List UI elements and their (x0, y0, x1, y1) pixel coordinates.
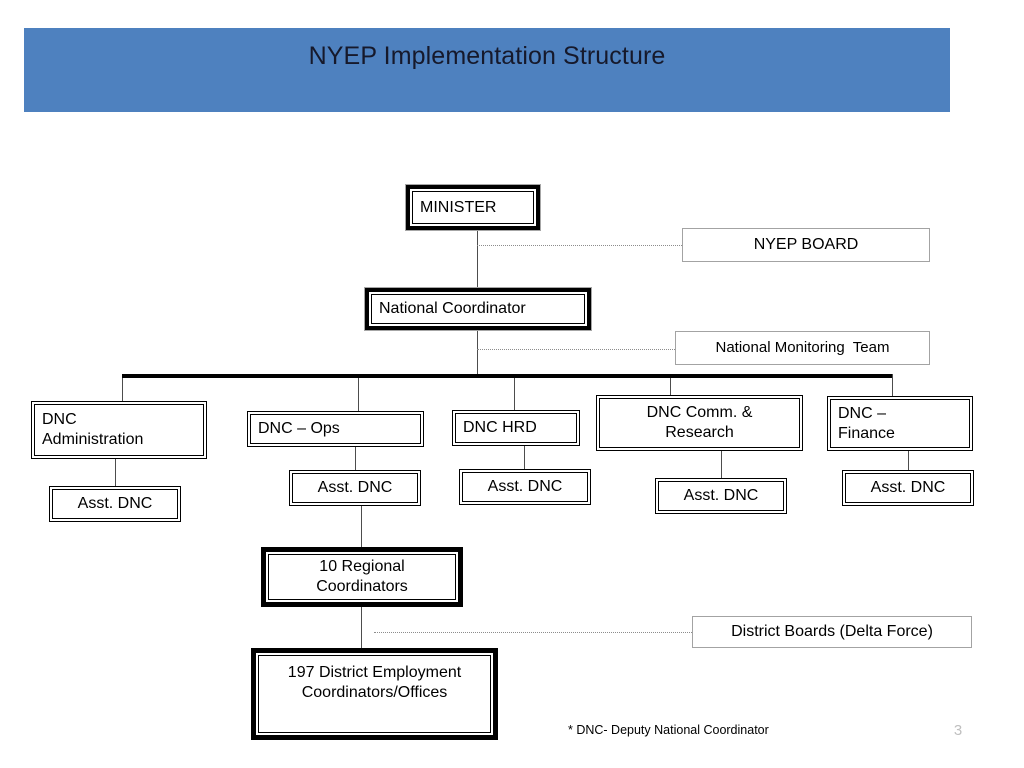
connector-dnc-administration-to-asst (115, 459, 116, 487)
node-dnc-administration-label-line2: Administration (42, 431, 144, 448)
node-national-coordinator[interactable]: National Coordinator (365, 288, 591, 330)
node-asst-dnc-hrd-label: Asst. DNC (487, 478, 563, 495)
connector-bus-to-dnc-comm-research (670, 374, 671, 395)
connector-national-coordinator-to-bus (477, 330, 478, 377)
connector-minister-to-national-coordinator (477, 230, 478, 292)
node-district-boards[interactable]: District Boards (Delta Force) (692, 616, 972, 648)
page-number: 3 (953, 722, 963, 739)
node-district-employment-coordinators-label-line2: Coordinators/Offices (301, 684, 448, 701)
node-district-employment-coordinators-label-line1: 197 District Employment (287, 664, 462, 681)
node-district-employment-coordinators[interactable]: 197 District Employment Coordinators/Off… (251, 648, 498, 740)
node-dnc-administration-label-line1: DNC (42, 411, 77, 428)
node-dnc-administration[interactable]: DNC Administration (31, 401, 207, 459)
node-asst-dnc-administration-label: Asst. DNC (77, 495, 153, 512)
node-national-monitoring-team-label: National Monitoring Team (715, 339, 890, 356)
connector-national-coordinator-to-monitoring-team (477, 349, 675, 350)
node-nyep-board-label: NYEP BOARD (753, 236, 859, 253)
node-dnc-comm-research-label-line1: DNC Comm. & (646, 404, 753, 421)
node-asst-dnc-hrd[interactable]: Asst. DNC (459, 469, 591, 505)
node-dnc-ops-label: DNC – Ops (258, 420, 340, 437)
connector-dnc-hrd-to-asst (524, 445, 525, 469)
node-asst-dnc-comm-research-label: Asst. DNC (683, 487, 759, 504)
node-dnc-comm-research[interactable]: DNC Comm. & Research (596, 395, 803, 451)
node-dnc-ops[interactable]: DNC – Ops (247, 411, 424, 447)
node-national-monitoring-team[interactable]: National Monitoring Team (675, 331, 930, 365)
node-dnc-finance-label-line1: DNC – (838, 404, 887, 422)
node-dnc-finance-label-line2: Finance (838, 424, 895, 442)
node-asst-dnc-finance[interactable]: Asst. DNC (842, 470, 974, 506)
node-minister-label: MINISTER (420, 198, 497, 216)
node-district-boards-label: District Boards (Delta Force) (731, 623, 933, 640)
connector-dnc-ops-to-asst (355, 447, 356, 471)
node-dnc-hrd-label: DNC HRD (463, 419, 537, 436)
connector-bus-to-dnc-administration (122, 374, 123, 403)
connector-bus-to-dnc-hrd (514, 374, 515, 412)
node-regional-coordinators-label-line2: Coordinators (316, 578, 408, 595)
connector-dnc-comm-to-asst (721, 451, 722, 478)
node-minister[interactable]: MINISTER (406, 185, 540, 230)
node-asst-dnc-ops-label: Asst. DNC (317, 479, 393, 496)
connector-minister-to-nyep-board (477, 245, 682, 246)
connector-asst-ops-to-regional-coordinators (361, 505, 362, 548)
distribution-bus (122, 374, 892, 378)
connector-bus-to-dnc-ops (358, 374, 359, 413)
node-dnc-hrd[interactable]: DNC HRD (452, 410, 580, 446)
connector-dnc-finance-to-asst (908, 451, 909, 471)
node-regional-coordinators-label-line1: 10 Regional (319, 558, 405, 575)
title-banner: NYEP Implementation Structure (24, 28, 950, 112)
connector-bus-to-dnc-finance (892, 374, 893, 396)
node-asst-dnc-comm-research[interactable]: Asst. DNC (655, 478, 787, 514)
node-asst-dnc-administration[interactable]: Asst. DNC (49, 486, 181, 522)
footnote-dnc-abbreviation: * DNC- Deputy National Coordinator (568, 723, 769, 737)
node-asst-dnc-finance-label: Asst. DNC (870, 479, 946, 496)
connector-regional-to-district-boards (374, 632, 692, 633)
node-national-coordinator-label: National Coordinator (379, 300, 526, 317)
node-nyep-board[interactable]: NYEP BOARD (682, 228, 930, 262)
node-dnc-comm-research-label-line2: Research (665, 424, 734, 441)
node-dnc-finance[interactable]: DNC – Finance (827, 396, 973, 451)
page-title: NYEP Implementation Structure (308, 42, 666, 70)
node-asst-dnc-ops[interactable]: Asst. DNC (289, 470, 421, 506)
connector-regional-to-district-employment (361, 607, 362, 649)
node-regional-coordinators[interactable]: 10 Regional Coordinators (261, 547, 463, 607)
